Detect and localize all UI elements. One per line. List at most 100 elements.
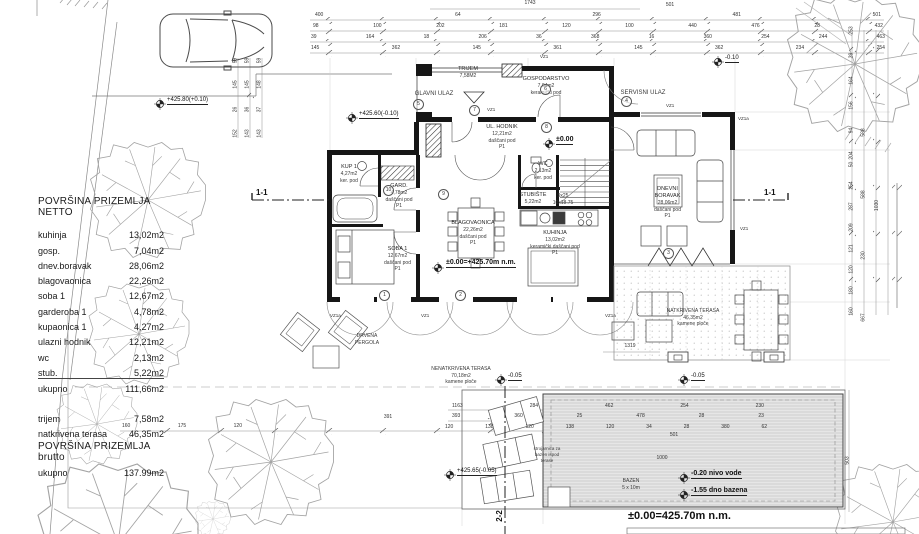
level-entry: +425.60(-0.10)	[359, 111, 399, 119]
section-label-1-1-left: 1-1	[256, 188, 268, 197]
dim-number: 164	[848, 76, 855, 85]
dim-number: 39	[848, 52, 855, 59]
dim-number: 296	[592, 12, 601, 18]
dim-number: 284	[529, 403, 539, 409]
dim-number: 145	[311, 45, 320, 51]
dim-number: 478	[636, 413, 645, 419]
dim-number: 36	[536, 34, 542, 40]
dim-number: 120	[445, 424, 454, 430]
opening-tag: VZ1	[666, 103, 675, 108]
doors-and-arcs	[326, 69, 639, 336]
dining-table	[447, 197, 505, 269]
dim-number: 501	[872, 12, 881, 18]
dim-number: 28	[814, 23, 820, 29]
dim-row: 400 64 296 481 501	[315, 13, 881, 18]
dim-number: 160	[848, 307, 855, 316]
room-label-stubiste: STUBIŠTE 5,22m2	[519, 192, 547, 206]
dim-number: 145	[472, 45, 481, 51]
dim-row: 1000	[640, 456, 684, 461]
dim-number: 501	[665, 2, 675, 8]
dim-number: 393	[452, 413, 461, 419]
dim-number: 254	[761, 34, 770, 40]
dim-number: 59	[244, 57, 251, 64]
pool-area	[67, 312, 906, 534]
legend-brutto-title: POVRŠINA PRIZEMLJA brutto	[38, 440, 150, 463]
dim-number: 62	[761, 424, 767, 430]
dim-row: 1743	[430, 1, 630, 6]
dim-number: 100	[625, 23, 634, 29]
dim-number: 120	[525, 424, 534, 430]
level-terrace-1: -0.05	[508, 373, 522, 381]
dim-number: 588	[860, 189, 867, 199]
building-walls	[327, 63, 735, 302]
stairs	[559, 158, 611, 206]
dim-number: 100	[373, 23, 382, 29]
room-label-natkrivena-terasa: NATKRIVENA TERASA 46,35m2 kamene ploče	[666, 308, 720, 327]
site-datum-label: ±0.00=425.70m n.m.	[628, 510, 731, 522]
dim-number: 206	[478, 34, 487, 40]
dim-number: 120	[848, 265, 855, 274]
dim-number: 1743	[524, 0, 536, 6]
pool-machine-room-label: strojarnica za bazen ispod terase	[533, 446, 561, 463]
dim-number: 145	[244, 80, 251, 89]
living-room-furniture	[636, 129, 724, 247]
dim-number: 360	[703, 34, 712, 40]
dim-number: 209	[848, 223, 855, 232]
dim-number: 28	[698, 413, 705, 419]
dim-number: 234	[795, 45, 805, 51]
level-parking: +425.80(+0.10)	[167, 97, 209, 105]
section-lines	[251, 193, 789, 534]
dim-number: 400	[315, 12, 324, 18]
kitchen-fixtures	[519, 209, 599, 287]
room-label-soba1: SOBA 1 12,67m2 daščani pod P1	[384, 246, 411, 273]
plan-mark: 4	[621, 96, 632, 107]
room-label-nenatkrivena-terasa: NENATKRIVENA TERASA 70,18m2 kamene ploče	[431, 366, 491, 385]
dim-number: 34	[646, 424, 652, 430]
section-label-2-2: 2-2	[494, 510, 504, 522]
dim-number: 391	[383, 414, 393, 420]
opening-tag: VZ1a	[738, 116, 749, 121]
dim-number: 143	[244, 129, 251, 138]
plan-mark: 9	[438, 189, 449, 200]
dim-number: 64	[455, 12, 461, 18]
pergola	[279, 309, 369, 369]
legend-row-stub: stub.5,22m2	[38, 363, 164, 379]
dim-number: 164	[365, 34, 375, 40]
plan-mark: 5	[413, 99, 424, 110]
plan-mark: 6	[540, 84, 551, 95]
opening-tag: VZ1	[540, 54, 549, 59]
dim-number: 230	[860, 251, 867, 260]
dim-col: 503	[843, 420, 853, 500]
dim-number: 26	[232, 106, 239, 112]
dim-number: 501	[669, 432, 679, 438]
dim-number: 28	[683, 424, 690, 430]
dim-number: 94	[848, 127, 855, 134]
dim-number: 16	[648, 34, 655, 40]
dim-number: 362	[391, 45, 401, 51]
dim-number: 481	[732, 12, 741, 18]
dim-number: 463	[876, 34, 885, 40]
room-label-ul-hodnik: UL. HODNIK 12,21m2 daščani pod P1	[486, 124, 518, 151]
dim-number: 120	[606, 424, 615, 430]
dim-number: 59	[232, 57, 239, 64]
dim-number: 25	[576, 413, 583, 419]
dim-number: 37	[256, 106, 263, 112]
room-label-kup1: KUP 1 4,27m2 ker. pod	[340, 164, 358, 184]
terrace-furniture	[611, 280, 789, 362]
wall-details	[416, 67, 735, 267]
dim-number: 253	[848, 26, 855, 35]
dim-number: 1163	[452, 403, 463, 409]
plan-mark: 7	[469, 105, 480, 116]
dim-number: 254	[848, 181, 855, 190]
